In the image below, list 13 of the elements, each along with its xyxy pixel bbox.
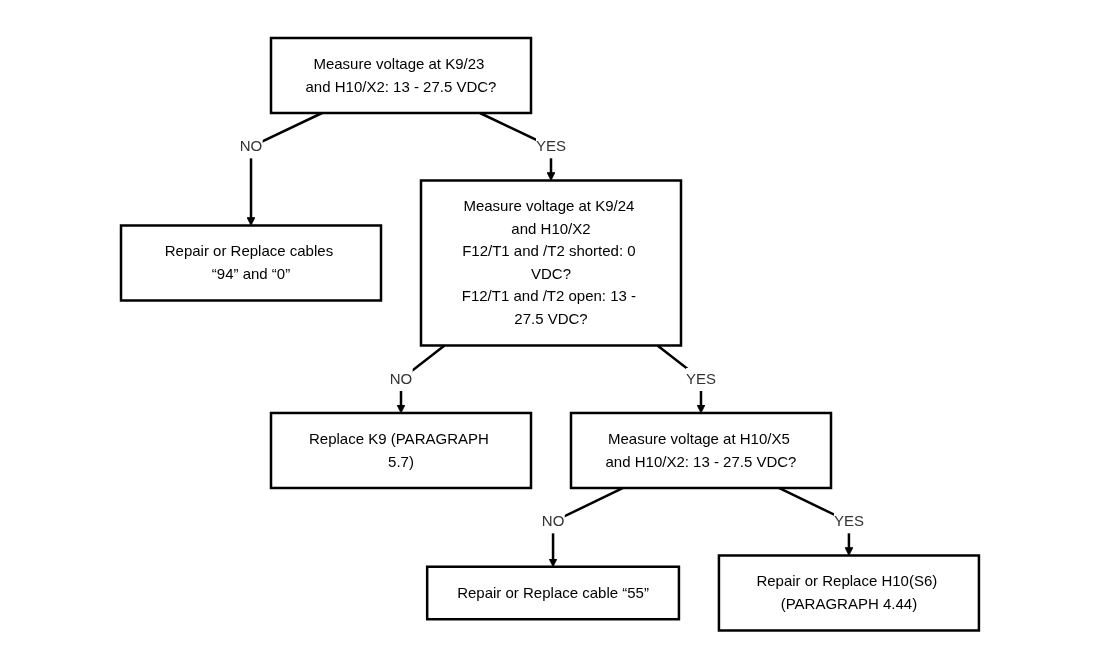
node-box: Measure voltage at H10/X5 and H10/X2: 13 - 27.5 VDC? [569,411,832,489]
edge-label: YES [833,512,864,530]
node-box: Measure voltage at K9/23 and H10/X2: 13 - 27.5 VDC? [269,36,532,114]
node-box: Replace K9 (PARAGRAPH 5.7) [269,411,532,489]
node-box: Repair or Replace H10(S6) (PARAGRAPH 4.44) [717,554,980,632]
edge-label: YES [535,137,566,155]
node-box: Repair or Replace cables “94” and “0” [119,224,382,302]
edge-label: YES [685,369,716,387]
edge-label: NO [389,369,412,387]
edge-label: NO [239,137,262,155]
node-box: Measure voltage at K9/24 and H10/X2 F12/T1 and /T2 shorted: 0 VDC? F12/T1 and /T2 open: 13 - 27.5 VDC? [419,179,682,347]
edge-label: NO [541,512,564,530]
node-box: Repair or Replace cable “55” [425,565,680,621]
